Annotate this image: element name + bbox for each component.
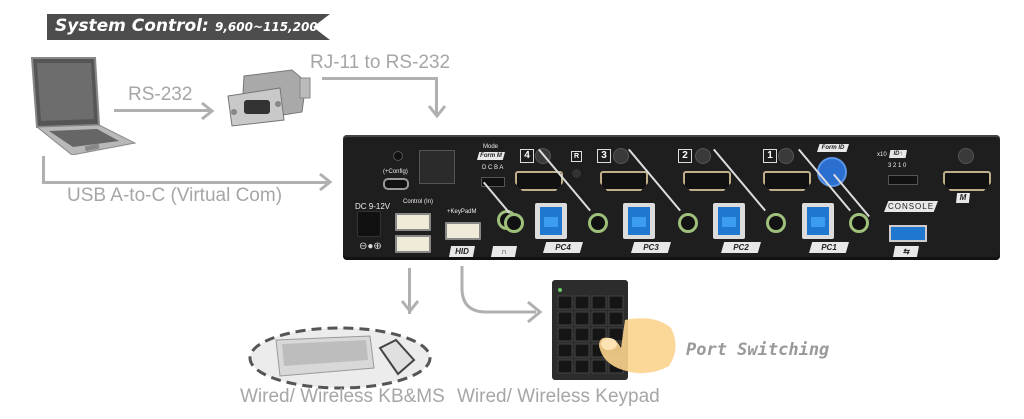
port-number-3: 3 [597, 149, 611, 163]
hdmi-console-port[interactable] [943, 171, 991, 191]
arrow-head-icon [318, 172, 334, 197]
form-mode-label: Form M [477, 152, 505, 160]
pc4-label: PC4 [543, 242, 583, 253]
headphone-icon: ∩ [491, 246, 517, 257]
power-polarity-icon: ⊖●⊕ [359, 241, 382, 252]
rj11-to-rs232-label: RJ-11 to RS-232 [310, 52, 451, 73]
usb-c-port[interactable] [383, 178, 409, 190]
hdmi-port-2[interactable] [683, 171, 731, 191]
dip-id-labels: 3 2 1 0 [888, 163, 907, 169]
usb-b-port-3[interactable] [623, 203, 655, 239]
banner-baud-range: 9,600~115,200 [215, 20, 318, 34]
audio-jack-2[interactable] [678, 213, 698, 233]
screw-icon [778, 148, 794, 164]
hdmi-port-3[interactable] [600, 171, 648, 191]
kbms-label: Wired/ Wireless KB&MS [240, 386, 445, 407]
form-id-label: Form ID [817, 144, 849, 152]
reset-label: R [571, 151, 582, 162]
rj11-control-port[interactable] [419, 150, 455, 184]
dc-power-jack[interactable] [357, 211, 381, 237]
dip-mode-labels: D C B A [482, 165, 504, 171]
screw-icon [613, 148, 629, 164]
screw-icon [695, 148, 711, 164]
control-in-label: Control (In) [403, 199, 434, 205]
keyboard-mouse-group [248, 326, 433, 391]
rs232-label: RS-232 [128, 84, 193, 105]
laptop-icon [27, 55, 137, 156]
rj11-arrow-vertical [435, 77, 438, 115]
usb-a-port-2[interactable] [395, 235, 431, 253]
reset-button[interactable] [572, 169, 581, 178]
id-dip-switch[interactable] [888, 175, 918, 185]
kvm-switch-rear-panel: (+Config) Control (In) DC 9-12V ⊖●⊕ +Key… [343, 135, 1000, 260]
port-switching-label: Port Switching [686, 340, 830, 360]
monitor-label: M [956, 193, 970, 203]
hdmi-port-4[interactable] [515, 171, 563, 191]
mode-label: Mode [483, 144, 499, 150]
id-rotary-dial[interactable] [817, 157, 847, 187]
rj11-db9-adapter-icon [222, 68, 312, 130]
mode-dip-switch[interactable] [481, 177, 505, 187]
usb3-console-port[interactable] [889, 225, 927, 242]
usb-arrow-vertical [42, 156, 45, 183]
dc-label: DC 9-12V [355, 202, 391, 211]
audio-jack-4[interactable] [504, 213, 524, 233]
usb-b-port-1[interactable] [802, 203, 834, 239]
usb-b-port-2[interactable] [713, 203, 745, 239]
arrow-head-icon [200, 101, 216, 126]
audio-jack-1[interactable] [766, 213, 786, 233]
pc1-label: PC1 [809, 242, 849, 253]
banner-title: System Control: [55, 16, 209, 36]
pc3-label: PC3 [631, 242, 671, 253]
keypad-label: Wired/ Wireless Keypad [457, 386, 660, 407]
usb-a-keypad-port[interactable] [445, 222, 481, 240]
arrow-head-icon [400, 299, 420, 320]
usb-virtual-com-label: USB A-to-C (Virtual Com) [67, 185, 283, 206]
keypad-usb-label: +KeyPadM [447, 209, 477, 215]
port-number-1: 1 [763, 149, 777, 163]
rs232-arrow [114, 109, 210, 112]
led-indicator [393, 151, 403, 161]
arrow-head-icon [427, 104, 447, 125]
usb-icon-label: ⇆ [893, 246, 919, 257]
x10-label: x10 [877, 152, 887, 158]
audio-jack-3[interactable] [588, 213, 608, 233]
mouse-icon [378, 338, 416, 376]
rj11-arrow-horizontal [322, 77, 438, 80]
usb-b-port-4[interactable] [535, 203, 567, 239]
screw-icon [958, 148, 974, 164]
usb-arrow-horizontal [42, 181, 330, 184]
keypad-arrow [456, 266, 546, 331]
id-label: ID↑ [889, 150, 907, 158]
system-control-banner: System Control: 9,600~115,200 [47, 14, 330, 40]
port-number-4: 4 [520, 149, 534, 163]
hid-label: HID [449, 246, 475, 257]
audio-jack-1b[interactable] [849, 213, 869, 233]
hdmi-port-1[interactable] [763, 171, 811, 191]
hand-pressing-icon [595, 318, 680, 378]
port-number-2: 2 [678, 149, 692, 163]
usb-a-port-1[interactable] [395, 213, 431, 231]
config-label: (+Config) [383, 169, 408, 175]
kbms-arrow [408, 268, 411, 314]
console-label: CONSOLE [884, 201, 938, 212]
pc2-label: PC2 [721, 242, 761, 253]
